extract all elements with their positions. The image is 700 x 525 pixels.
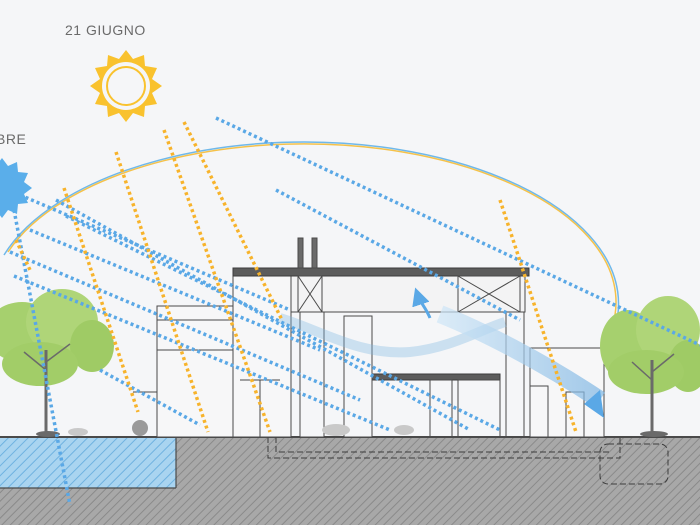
building-section (133, 237, 605, 438)
summer-solstice-label: 21 GIUGNO (65, 22, 146, 38)
underground-duct (267, 437, 621, 459)
sun-path-arcs (3, 141, 620, 353)
tree-right (600, 296, 700, 437)
pool-water (0, 438, 176, 488)
winter-solstice-label: BRE (0, 131, 27, 147)
shrubs (68, 420, 414, 436)
summer-sun-rays (14, 121, 578, 433)
tree-left (0, 289, 114, 437)
ground-section (0, 421, 700, 525)
summer-sun-icon (90, 50, 162, 122)
roof-slab (232, 267, 530, 277)
summer-sun-arc (7, 143, 617, 353)
winter-sun-arc (3, 141, 620, 353)
air-flow (278, 287, 605, 418)
winter-sun-rays (9, 116, 700, 506)
winter-sun-icon (0, 158, 32, 218)
underground-tank (599, 443, 669, 485)
